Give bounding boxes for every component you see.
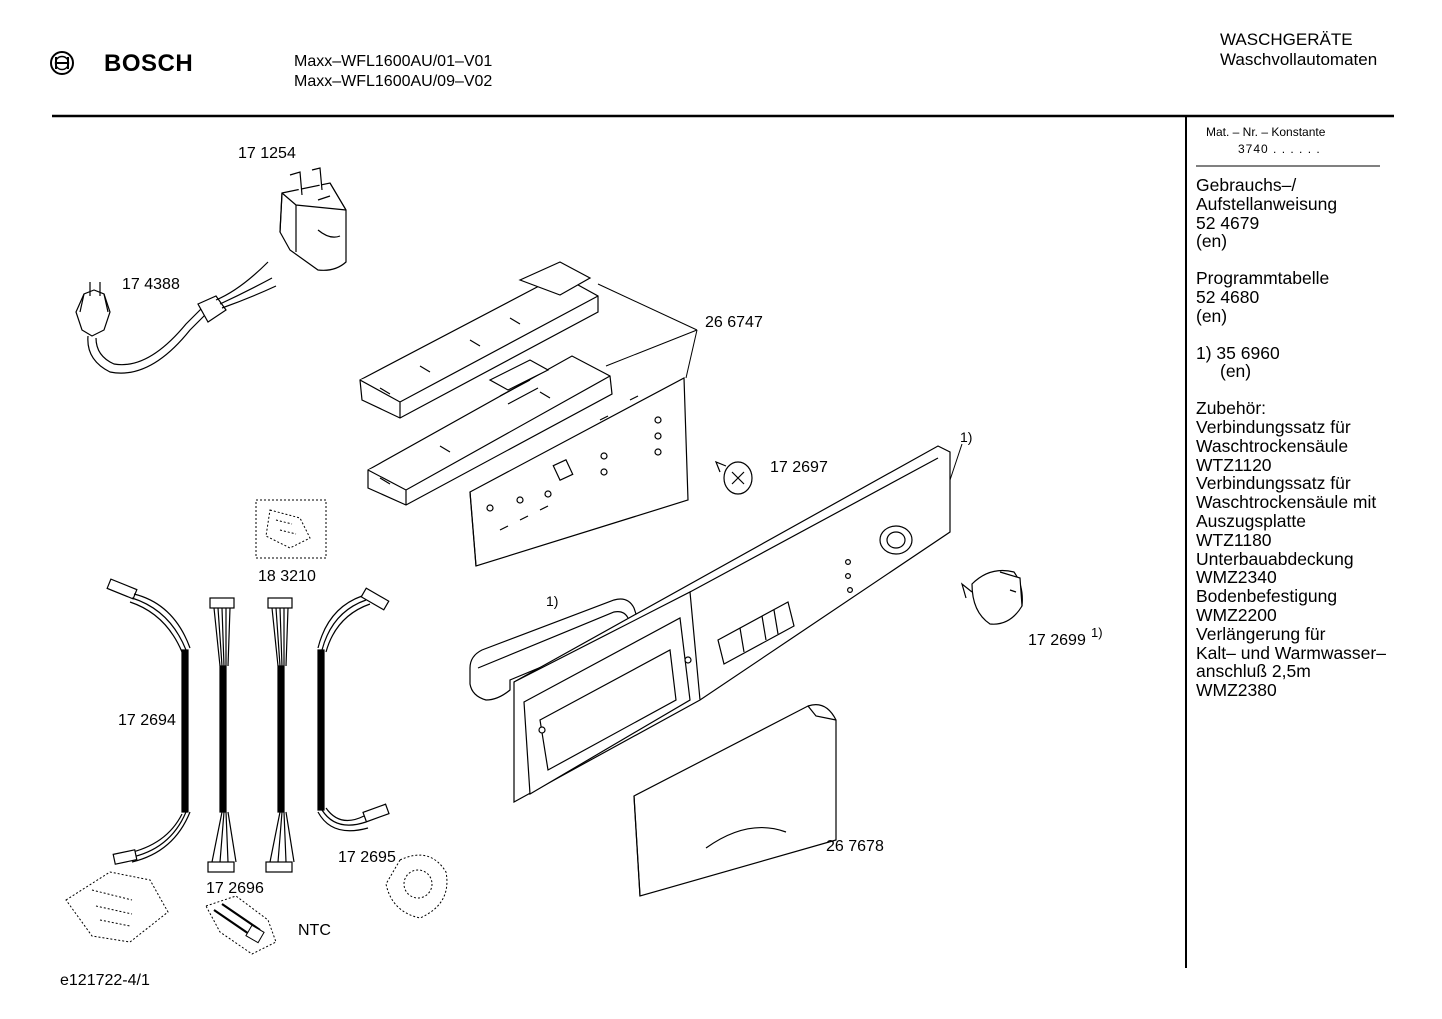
accessory-line: Waschtrockensäule mit — [1196, 492, 1377, 513]
model-line-2: Maxx–WFL1600AU/09–V02 — [294, 73, 493, 90]
label-172699: 17 2699 — [1028, 632, 1086, 649]
accessory-line: anschluß 2,5m — [1196, 661, 1311, 682]
accessory-line: WMZ2380 — [1196, 680, 1277, 701]
part-267678-drawer-front — [633, 704, 837, 897]
note-number: 1) 35 6960 — [1196, 342, 1280, 363]
accessory-line: Waschtrockensäule — [1196, 435, 1349, 456]
label-ntc: NTC — [298, 922, 331, 939]
accessory-line: WTZ1120 — [1196, 454, 1272, 475]
program-label: Programmtabelle — [1196, 268, 1330, 289]
brand-name: BOSCH — [104, 50, 194, 77]
manual-number: 52 4679 — [1196, 212, 1260, 233]
label-172694: 17 2694 — [118, 712, 176, 729]
label-172697: 17 2697 — [770, 459, 828, 476]
label-note-fascia: 1) — [960, 429, 973, 445]
part-door-seal — [469, 598, 641, 701]
accessory-line: Verbindungssatz für — [1196, 416, 1351, 437]
part-circuit-board — [469, 377, 689, 567]
label-183210: 18 3210 — [258, 568, 316, 585]
accessory-line: Kalt– und Warmwasser– — [1196, 642, 1386, 663]
part-174388-mains-cable — [75, 261, 277, 374]
accessory-line: Verbindungssatz für — [1196, 473, 1351, 494]
part-fascia-panel — [513, 445, 951, 804]
mat-number-label: Mat. – Nr. – Konstante — [1206, 125, 1326, 139]
part-171254-suppressor — [279, 167, 347, 271]
label-172696: 17 2696 — [206, 880, 264, 897]
manual-label-2: Aufstellanweisung — [1196, 193, 1338, 214]
part-266747-module-carrier — [359, 261, 613, 506]
label-174388: 17 4388 — [122, 276, 180, 293]
category-title: WASCHGERÄTE — [1220, 30, 1353, 49]
label-note-172699: 1) — [1091, 625, 1103, 640]
leader-266747 — [597, 283, 698, 379]
part-ghost-pump — [65, 854, 448, 943]
label-172695: 17 2695 — [338, 849, 396, 866]
part-172694-harness — [106, 578, 191, 865]
part-172696-harness — [207, 597, 295, 873]
part-ntc-sensor — [205, 895, 277, 955]
program-lang: (en) — [1196, 305, 1228, 326]
category-subtitle: Waschvollautomaten — [1220, 50, 1378, 69]
program-number: 52 4680 — [1196, 286, 1260, 307]
leader-note-fascia — [949, 443, 963, 481]
label-267678: 26 7678 — [826, 838, 884, 855]
manual-lang: (en) — [1196, 231, 1228, 252]
part-172699-knob — [960, 569, 1023, 625]
part-172695-harness — [317, 587, 390, 832]
manual-label-1: Gebrauchs–/ — [1196, 175, 1297, 195]
note-lang: (en) — [1220, 361, 1252, 382]
model-line-1: Maxx–WFL1600AU/01–V01 — [294, 53, 493, 70]
bosch-logo-icon — [50, 51, 74, 75]
accessory-line: WMZ2340 — [1196, 567, 1277, 588]
accessory-line: WMZ2200 — [1196, 604, 1277, 625]
part-183210-optional — [255, 499, 327, 559]
accessory-line: Zubehör: — [1196, 398, 1267, 419]
label-266747: 26 6747 — [705, 314, 763, 331]
label-171254: 17 1254 — [238, 145, 296, 162]
label-note-seal: 1) — [546, 593, 559, 609]
mat-number-value: 3740 . . . . . . — [1238, 142, 1321, 156]
accessory-line: Bodenbefestigung — [1196, 586, 1338, 607]
part-172697-knob — [714, 460, 753, 495]
accessory-line: WTZ1180 — [1196, 529, 1272, 550]
drawing-id: e121722-4/1 — [60, 972, 150, 989]
accessory-line: Unterbauabdeckung — [1196, 548, 1354, 569]
accessory-line: Verlängerung für — [1196, 623, 1326, 644]
accessory-line: Auszugsplatte — [1196, 510, 1306, 531]
sidebar: Gebrauchs–/ Aufstellanweisung 52 4679 (e… — [1196, 176, 1436, 700]
